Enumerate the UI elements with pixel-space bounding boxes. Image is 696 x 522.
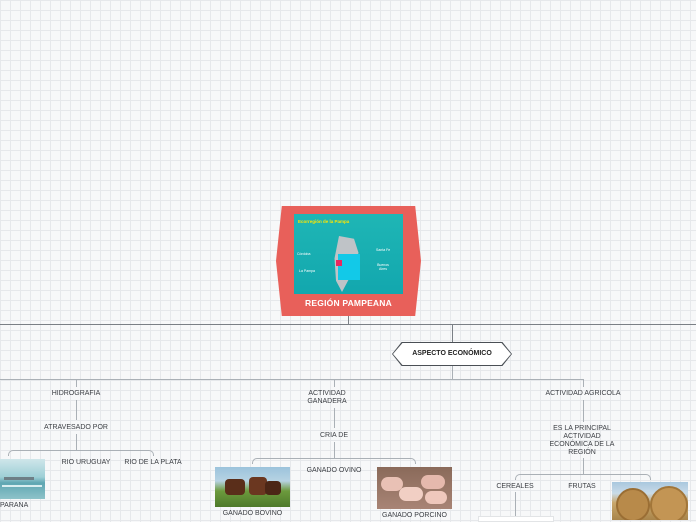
map-province-label: Córdoba xyxy=(297,252,311,256)
river-photo xyxy=(0,459,45,499)
map-province-label: Santa Fe xyxy=(376,248,391,252)
cereals-child-node[interactable] xyxy=(478,516,554,522)
cattle-photo xyxy=(215,467,290,507)
livestock-label[interactable]: ACTIVIDAD GANADERA xyxy=(307,390,347,405)
agri-connector xyxy=(583,379,584,387)
livestock-down-connector xyxy=(334,408,335,428)
cereals-down-connector xyxy=(515,492,516,516)
breeding-label[interactable]: CRIA DE xyxy=(319,432,348,439)
map-province-label: Buenos Aires xyxy=(377,263,389,271)
map-pampa-region xyxy=(338,254,360,280)
level2-horizontal-connector xyxy=(0,379,584,380)
root-title: REGIÓN PAMPEANA xyxy=(305,298,392,308)
crossed-label[interactable]: ATRAVESADO POR xyxy=(44,424,108,431)
hydro-label[interactable]: HIDROGRAFIA xyxy=(51,390,101,397)
river-label[interactable]: PARANA xyxy=(0,502,29,509)
livestock-bracket xyxy=(252,458,416,464)
livestock-type-label[interactable]: GANADO PORCINO xyxy=(382,512,447,519)
map-province-label: La Pampa xyxy=(299,269,315,273)
pampa-map-image: Ecorregión de la Pampa Córdoba Santa Fe … xyxy=(294,214,403,294)
hay-bales-photo xyxy=(612,482,688,520)
crop-label[interactable]: CEREALES xyxy=(496,483,534,490)
livestock-type-label[interactable]: GANADO OVINO xyxy=(306,467,362,474)
econ-up-connector xyxy=(452,325,453,343)
agriculture-label[interactable]: ACTIVIDAD AGRICOLA xyxy=(545,390,621,397)
map-highlight xyxy=(336,260,342,266)
river-label[interactable]: RIO DE LA PLATA xyxy=(124,459,182,466)
livestock-connector xyxy=(334,379,335,387)
river-label[interactable]: RIO URUGUAY xyxy=(61,459,111,466)
crossed-down-connector xyxy=(76,434,77,450)
agri-down-connector xyxy=(583,400,584,422)
hydro-connector xyxy=(76,379,77,387)
econ-down-connector xyxy=(452,366,453,380)
principal-label[interactable]: ES LA PRINCIPAL ACTIVIDAD ECONÓMICA DE L… xyxy=(549,425,615,456)
economic-node[interactable] xyxy=(393,343,511,365)
crop-label[interactable]: FRUTAS xyxy=(568,483,596,490)
crops-bracket xyxy=(515,474,651,480)
breeding-down-connector xyxy=(334,442,335,458)
economic-label: ASPECTO ECONÓMICO xyxy=(412,350,492,357)
rivers-bracket xyxy=(8,450,154,456)
livestock-type-label[interactable]: GANADO BOVINO xyxy=(222,510,283,517)
map-title: Ecorregión de la Pampa xyxy=(298,219,350,224)
hydro-down-connector xyxy=(76,400,77,420)
principal-down-connector xyxy=(583,458,584,474)
pigs-photo xyxy=(377,467,452,509)
root-down-connector xyxy=(348,316,349,325)
